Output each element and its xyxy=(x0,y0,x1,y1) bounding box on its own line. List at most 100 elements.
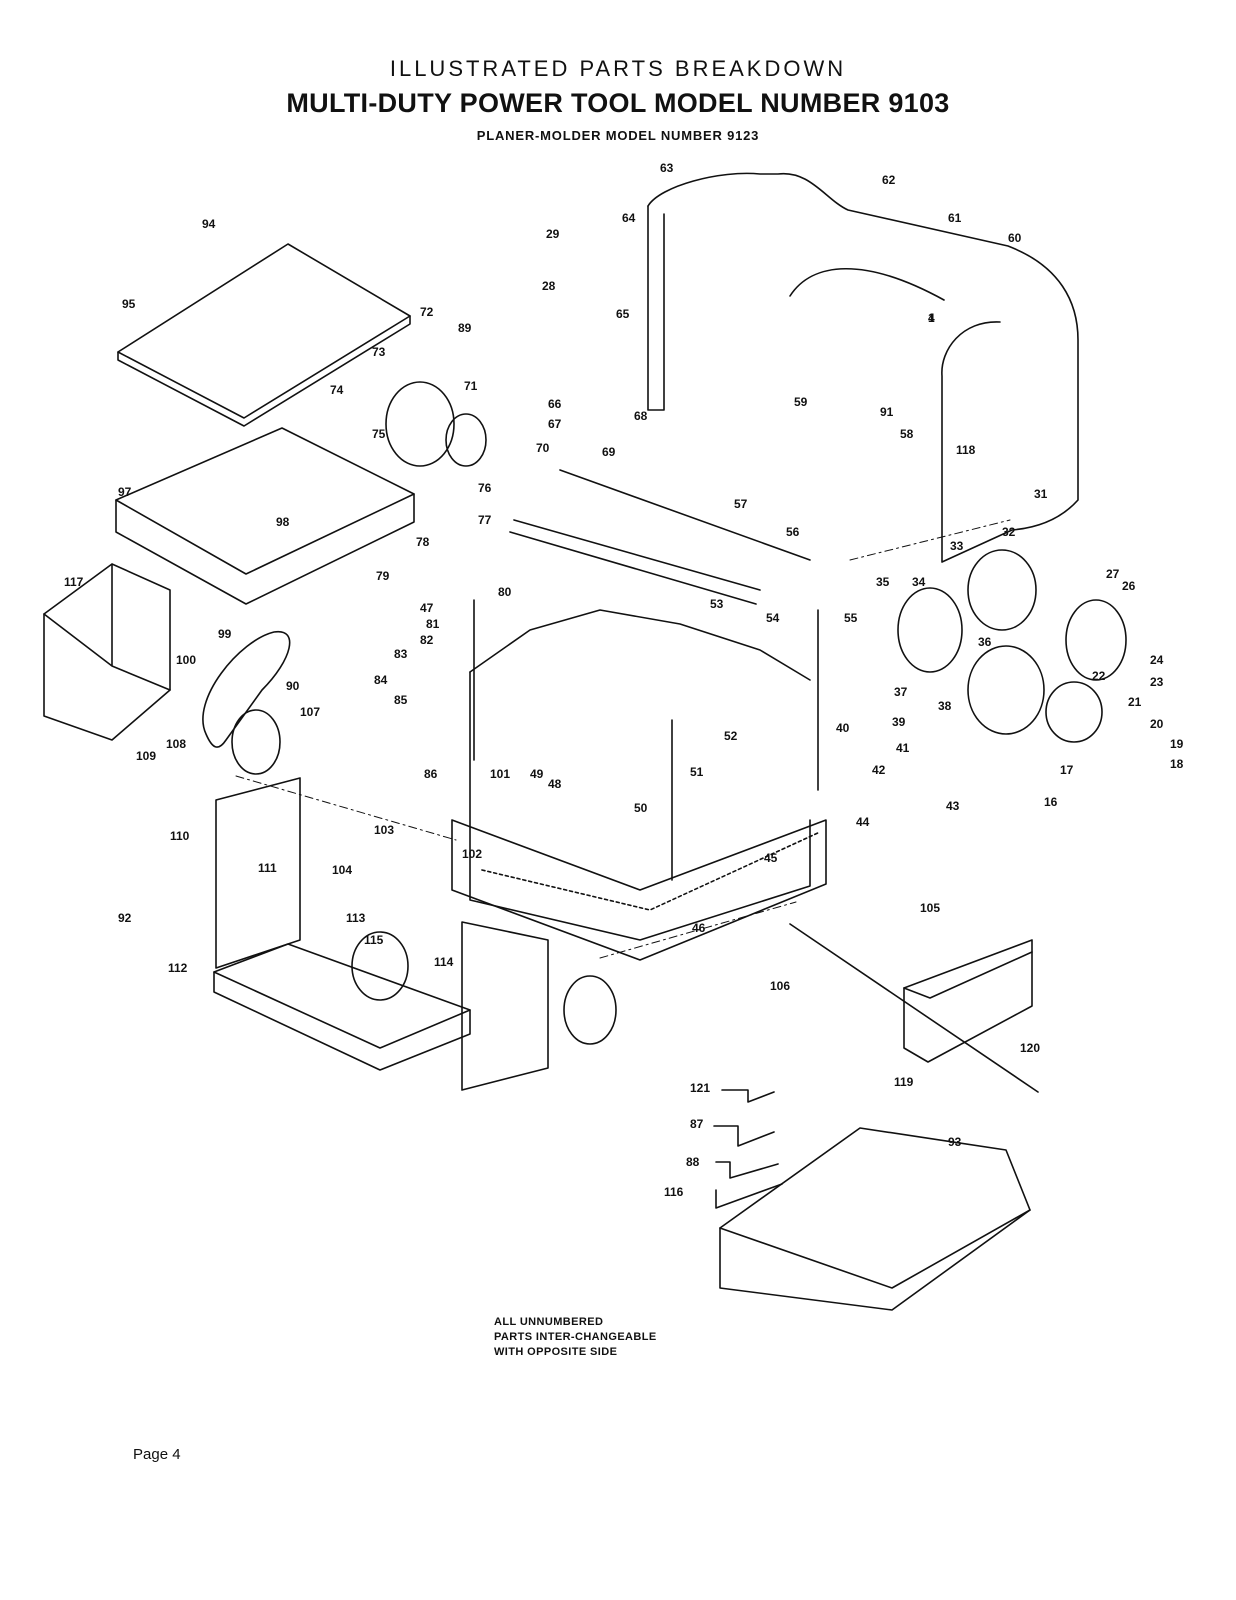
callout-46: 46 xyxy=(692,921,706,935)
callout-40: 40 xyxy=(836,721,850,735)
callout-45: 45 xyxy=(764,851,778,865)
callout-18: 18 xyxy=(1170,757,1184,771)
callout-83: 83 xyxy=(394,647,408,661)
note-line: ALL UNNUMBERED xyxy=(494,1316,604,1328)
motor-housing xyxy=(647,172,1079,563)
callout-38: 38 xyxy=(938,699,952,713)
belt-99 xyxy=(202,630,291,748)
callout-107: 107 xyxy=(300,705,320,719)
callout-69: 69 xyxy=(602,445,616,459)
callout-99: 99 xyxy=(218,627,232,641)
callout-110: 110 xyxy=(170,829,190,843)
chain-45 xyxy=(481,831,821,911)
callout-76: 76 xyxy=(478,481,492,495)
callout-94: 94 xyxy=(202,217,216,231)
rod-106 xyxy=(789,923,1039,1093)
callout-108: 108 xyxy=(166,737,186,751)
callout-87: 87 xyxy=(690,1117,704,1131)
callout-56: 56 xyxy=(786,525,800,539)
callout-57: 57 xyxy=(734,497,748,511)
hex-key-88 xyxy=(715,1161,779,1179)
callout-95: 95 xyxy=(122,297,136,311)
callout-102: 102 xyxy=(462,847,482,861)
bottom-pan xyxy=(213,943,471,1049)
sprocket-38 xyxy=(967,645,1045,735)
main-frame xyxy=(469,671,811,941)
guide-line-2 xyxy=(599,901,797,959)
callout-35: 35 xyxy=(876,575,890,589)
callout-60: 60 xyxy=(1008,231,1022,245)
main-base xyxy=(451,819,827,961)
callout-51: 51 xyxy=(690,765,704,779)
callout-65: 65 xyxy=(616,307,630,321)
sprocket-114 xyxy=(351,931,409,1001)
callout-80: 80 xyxy=(498,585,512,599)
callout-4: 4 xyxy=(928,311,935,325)
interchangeable-parts-note: ALL UNNUMBERED PARTS INTER-CHANGEABLE WI… xyxy=(494,1315,657,1360)
callout-91: 91 xyxy=(880,405,894,419)
callout-16: 16 xyxy=(1044,795,1058,809)
callout-81: 81 xyxy=(426,617,440,631)
disc-right xyxy=(563,975,617,1045)
note-line: WITH OPPOSITE SIDE xyxy=(494,1345,618,1358)
callout-97: 97 xyxy=(118,485,132,499)
fence-105-top xyxy=(903,951,1033,999)
callout-24: 24 xyxy=(1150,653,1164,667)
hex-key-116 xyxy=(715,1183,783,1209)
callout-42: 42 xyxy=(872,763,886,777)
callout-116: 116 xyxy=(664,1185,684,1199)
callout-33: 33 xyxy=(950,539,964,553)
cover-plate xyxy=(117,243,411,419)
callout-23: 23 xyxy=(1150,675,1164,689)
callout-90: 90 xyxy=(286,679,300,693)
callout-100: 100 xyxy=(176,653,196,667)
callout-114: 114 xyxy=(434,955,454,969)
callout-27: 27 xyxy=(1106,567,1120,581)
front-plate-right xyxy=(461,921,549,1091)
callout-113: 113 xyxy=(346,911,366,925)
callout-22: 22 xyxy=(1092,669,1106,683)
callout-43: 43 xyxy=(946,799,960,813)
callout-17: 17 xyxy=(1060,763,1074,777)
callout-84: 84 xyxy=(374,673,388,687)
callout-88: 88 xyxy=(686,1155,700,1169)
table-93-edge xyxy=(719,1209,1031,1289)
callout-109: 109 xyxy=(136,749,156,763)
callout-58: 58 xyxy=(900,427,914,441)
sprocket-32 xyxy=(967,549,1037,631)
callout-92: 92 xyxy=(118,911,132,925)
callout-101: 101 xyxy=(490,767,510,781)
callout-82: 82 xyxy=(420,633,434,647)
callout-86: 86 xyxy=(424,767,438,781)
callout-44: 44 xyxy=(856,815,870,829)
callout-26: 26 xyxy=(1122,579,1136,593)
callout-37: 37 xyxy=(894,685,908,699)
callout-105: 105 xyxy=(920,901,940,915)
callout-50: 50 xyxy=(634,801,648,815)
front-plate-left xyxy=(215,777,301,969)
callout-89: 89 xyxy=(458,321,472,335)
callout-68: 68 xyxy=(634,409,648,423)
callout-61: 61 xyxy=(948,211,962,225)
top-tray-front xyxy=(115,493,415,605)
top-tray xyxy=(115,427,415,575)
belt-guard xyxy=(43,563,171,741)
callout-29: 29 xyxy=(546,227,560,241)
callout-120: 120 xyxy=(1020,1041,1040,1055)
callout-62: 62 xyxy=(882,173,896,187)
callout-48: 48 xyxy=(548,777,562,791)
hex-key-87 xyxy=(713,1125,775,1147)
callout-53: 53 xyxy=(710,597,724,611)
cover-plate-edge xyxy=(117,315,411,427)
callout-64: 64 xyxy=(622,211,636,225)
sprocket-34 xyxy=(897,587,963,673)
callout-112: 112 xyxy=(168,961,188,975)
callout-19: 19 xyxy=(1170,737,1184,751)
pulley-75 xyxy=(385,381,455,467)
note-line: PARTS INTER-CHANGEABLE xyxy=(494,1330,657,1343)
callout-104: 104 xyxy=(332,863,352,877)
motor-housing-side xyxy=(647,205,665,411)
callout-34: 34 xyxy=(912,575,926,589)
